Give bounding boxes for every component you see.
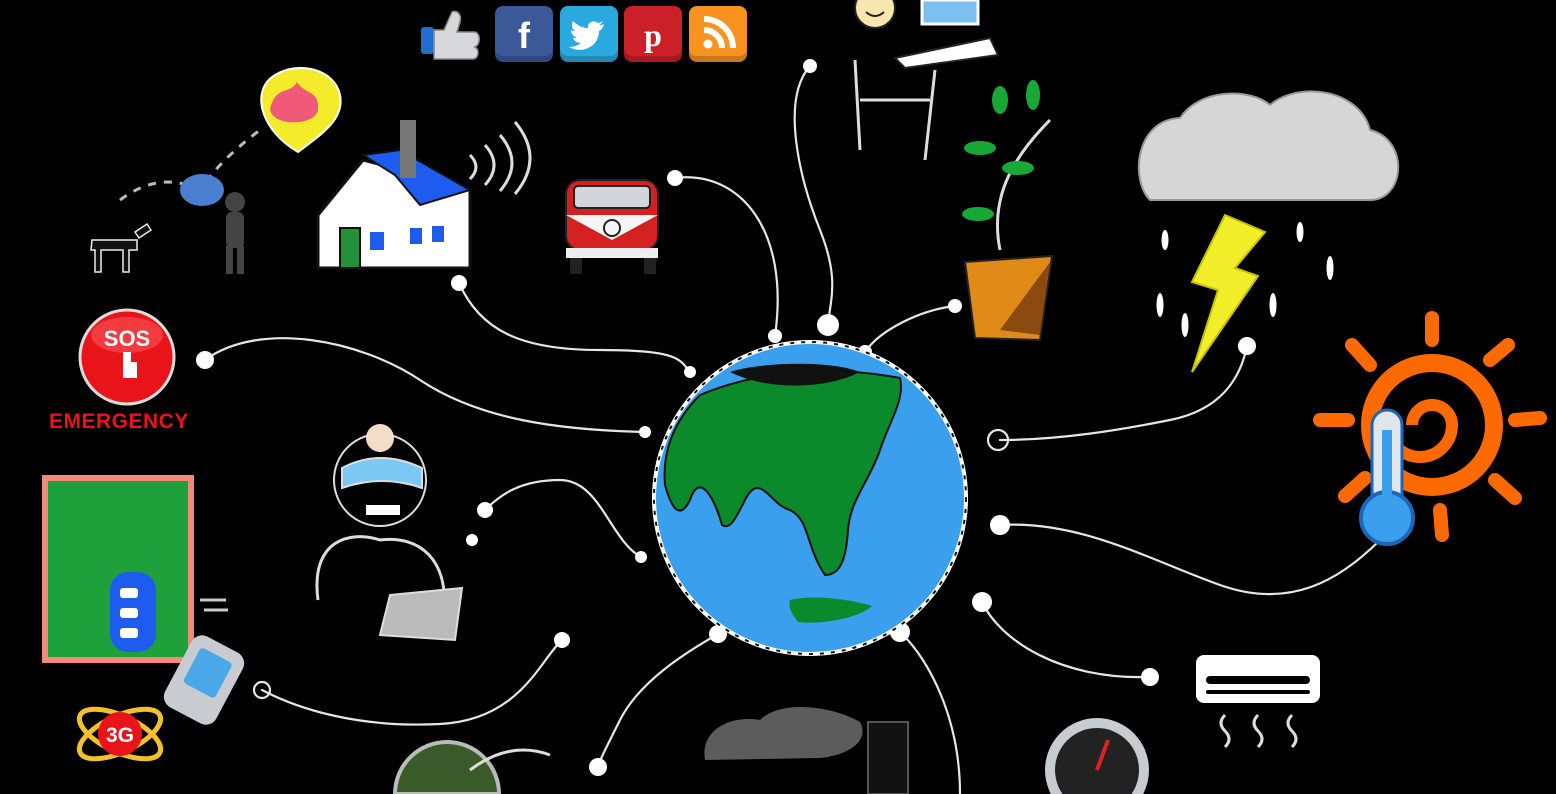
- sos-button-label: SOS: [104, 326, 150, 351]
- svg-text:f: f: [518, 15, 531, 56]
- speedometer-icon[interactable]: [1045, 718, 1149, 794]
- globe[interactable]: [652, 340, 968, 656]
- location-pin-icon[interactable]: [260, 66, 342, 154]
- smart-home-icon[interactable]: [316, 120, 532, 270]
- facebook-share-button[interactable]: f: [495, 6, 553, 62]
- 3g-network-icon[interactable]: 3G: [73, 699, 168, 769]
- emergency-label: EMERGENCY: [49, 410, 189, 433]
- twitter-icon: [569, 21, 604, 50]
- pinterest-icon: p: [644, 17, 662, 53]
- rss-feed-button[interactable]: [689, 6, 747, 62]
- energy-meter-icon[interactable]: [392, 740, 551, 794]
- vehicle-icon[interactable]: [565, 179, 659, 274]
- person-dog-icon[interactable]: [90, 128, 261, 274]
- factory-smoke-icon[interactable]: [704, 707, 909, 794]
- sun-temperature-icon[interactable]: [1313, 311, 1547, 546]
- facebook-icon: f: [518, 15, 531, 56]
- pinterest-share-button[interactable]: p: [624, 6, 682, 62]
- sos-button[interactable]: SOS: [78, 308, 176, 406]
- plant-icon[interactable]: [962, 80, 1054, 342]
- smart-lock-door-icon[interactable]: [42, 475, 194, 663]
- storm-cloud-icon[interactable]: [1137, 90, 1400, 373]
- 3g-label: 3G: [106, 724, 134, 747]
- mobile-phone-icon[interactable]: [160, 598, 249, 729]
- like-icon[interactable]: [421, 10, 480, 60]
- office-desk-icon[interactable]: [853, 0, 1000, 161]
- hacker-laptop-icon[interactable]: [315, 424, 464, 642]
- air-conditioner-icon[interactable]: [1196, 655, 1320, 749]
- rss-icon: [703, 16, 736, 49]
- twitter-share-button[interactable]: [560, 6, 618, 62]
- svg-text:p: p: [644, 17, 662, 53]
